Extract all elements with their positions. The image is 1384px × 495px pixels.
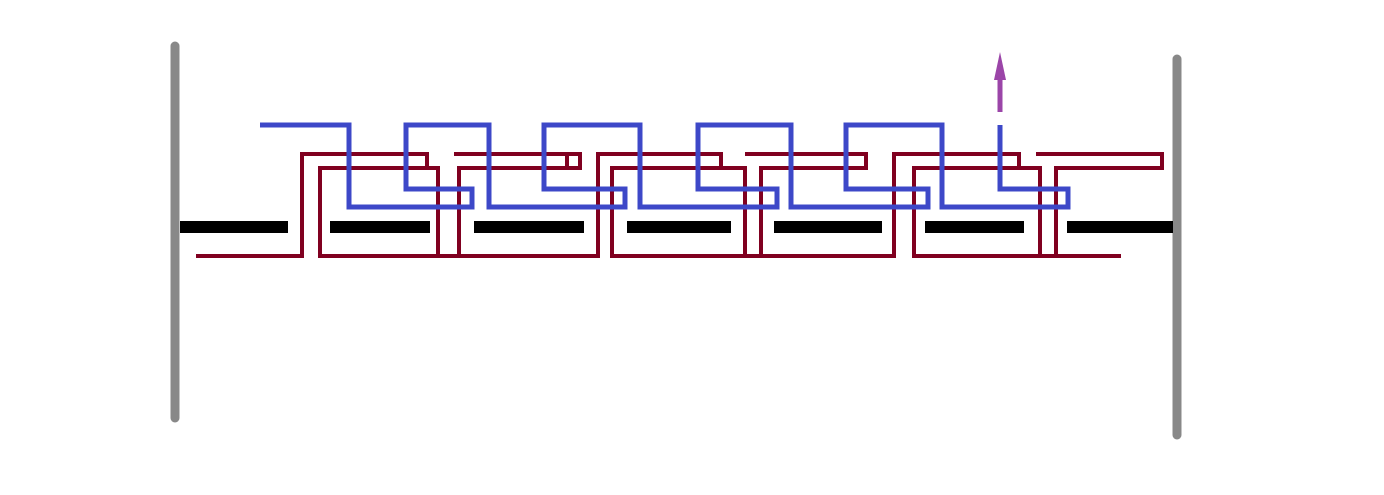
red-meander-path bbox=[196, 152, 1164, 258]
dash-segment bbox=[925, 221, 1024, 233]
up-arrow bbox=[994, 52, 1006, 112]
arrow-head bbox=[994, 52, 1006, 80]
dashed-line bbox=[180, 221, 1173, 233]
dash-segment bbox=[474, 221, 584, 233]
dash-segment bbox=[627, 221, 731, 233]
blue-meander-path bbox=[260, 122, 1071, 210]
dash-segment bbox=[774, 221, 882, 233]
dash-segment bbox=[1067, 221, 1173, 233]
dash-segment bbox=[180, 221, 288, 233]
dash-segment bbox=[330, 221, 430, 233]
